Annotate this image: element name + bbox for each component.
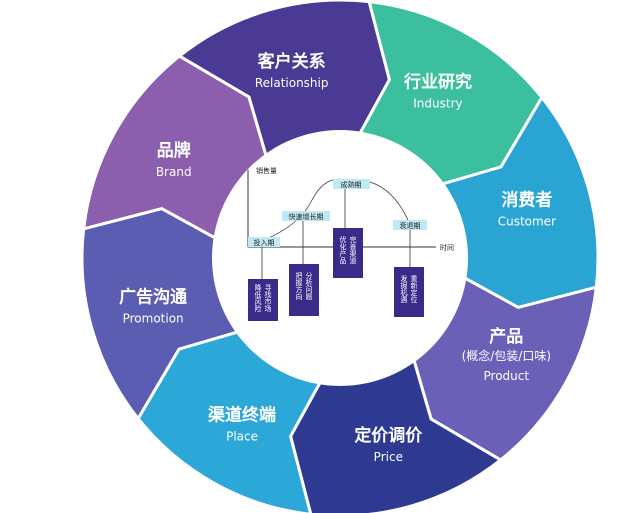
lifecycle-action-box-growth: 分析问题 把握方向	[289, 264, 319, 316]
box-text: 完善渠道	[349, 235, 357, 265]
svg-text:广告沟通: 广告沟通	[119, 286, 187, 307]
svg-text:投入期: 投入期	[254, 238, 275, 247]
box-text: 降低风险	[254, 283, 262, 313]
lifecycle-action-box-maturity: 完善渠道 优化产品	[333, 228, 363, 278]
segment-label-brand: 品牌 Brand	[156, 140, 192, 179]
box-text: 优化产品	[339, 235, 347, 265]
svg-text:客户关系: 客户关系	[257, 51, 326, 72]
svg-text:品牌: 品牌	[157, 140, 191, 161]
svg-text:Relationship: Relationship	[255, 76, 329, 90]
svg-text:Price: Price	[374, 450, 403, 464]
svg-text:渠道终端: 渠道终端	[207, 404, 276, 425]
x-axis-label: 时间	[440, 243, 454, 252]
svg-text:衰退期: 衰退期	[400, 221, 421, 230]
segment-label-customer: 消费者 Customer	[498, 190, 556, 229]
segment-label-industry: 行业研究 Industry	[403, 72, 472, 111]
box-text: 分析问题	[305, 271, 313, 301]
y-axis-label: 销售量	[256, 166, 277, 175]
svg-text:产品: 产品	[489, 326, 523, 347]
segment-label-product: 产品(概念/包装/口味) Product	[462, 326, 551, 383]
segment-label-place: 渠道终端 Place	[207, 404, 276, 443]
stage-maturity: 成熟期	[333, 179, 370, 189]
box-text: 把握方向	[295, 271, 303, 300]
svg-text:Place: Place	[226, 429, 258, 443]
svg-text:Brand: Brand	[156, 165, 192, 179]
product-lifecycle-chart: 销售量 时间 投入期 快速增长期 成熟期 衰退期 寻找市场 降低风险 分析问题 …	[212, 130, 468, 386]
svg-text:行业研究: 行业研究	[403, 72, 472, 93]
segment-label-relationship: 客户关系 Relationship	[255, 51, 329, 90]
box-text: 寻找市场	[264, 284, 272, 313]
svg-text:快速增长期: 快速增长期	[289, 212, 324, 221]
stage-intro: 投入期	[248, 237, 280, 247]
lifecycle-action-box-decline: 重新定位 发掘机遇	[394, 267, 424, 317]
svg-text:Promotion: Promotion	[123, 311, 184, 325]
svg-text:Product: Product	[484, 369, 530, 383]
svg-text:定价调价: 定价调价	[354, 425, 423, 446]
segment-label-price: 定价调价 Price	[354, 425, 423, 464]
box-text: 重新定位	[410, 275, 418, 303]
stage-growth: 快速增长期	[282, 211, 330, 221]
stage-decline: 衰退期	[393, 220, 427, 230]
svg-text:Customer: Customer	[498, 215, 556, 229]
lifecycle-action-box-intro: 寻找市场 降低风险	[248, 279, 278, 321]
svg-text:(概念/包装/口味): (概念/包装/口味)	[462, 348, 551, 363]
segment-label-promotion: 广告沟通 Promotion	[119, 286, 187, 325]
svg-text:成熟期: 成熟期	[341, 180, 362, 189]
svg-text:消费者: 消费者	[501, 190, 552, 211]
box-text: 发掘机遇	[400, 274, 408, 304]
svg-text:Industry: Industry	[413, 97, 462, 111]
